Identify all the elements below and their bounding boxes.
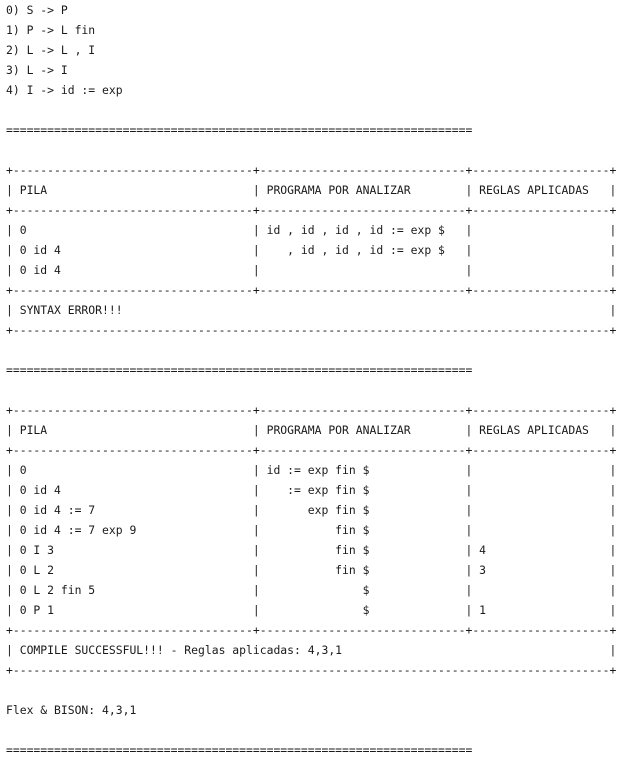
- terminal-line: +---------------------------------------…: [6, 663, 617, 677]
- terminal-line: | 0 | id := exp fin $ | |: [6, 463, 617, 477]
- terminal-line: | 0 id 4 | := exp fin $ | |: [6, 483, 617, 497]
- terminal-line: +-----------------------------------+---…: [6, 443, 617, 457]
- terminal-line: [6, 380, 620, 400]
- terminal-line: +-----------------------------------+---…: [6, 163, 617, 177]
- terminal-line: [6, 100, 620, 120]
- terminal-line: | SYNTAX ERROR!!! |: [6, 303, 617, 317]
- terminal-line: +-----------------------------------+---…: [6, 283, 617, 297]
- terminal-line: | 0 I 3 | fin $ | 4 |: [6, 543, 617, 557]
- terminal-line: 0) S -> P: [6, 3, 68, 17]
- terminal-line: ========================================…: [6, 743, 473, 757]
- terminal-line: 1) P -> L fin: [6, 23, 96, 37]
- terminal-line: | 0 L 2 | fin $ | 3 |: [6, 563, 617, 577]
- terminal-line: [6, 680, 620, 700]
- terminal-line: +-----------------------------------+---…: [6, 623, 617, 637]
- terminal-line: | 0 | id , id , id , id := exp $ | |: [6, 223, 617, 237]
- terminal-line: | 0 P 1 | $ | 1 |: [6, 603, 617, 617]
- terminal-line: | 0 id 4 | | |: [6, 263, 617, 277]
- terminal-line: Flex & BISON: 4,3,1: [6, 703, 137, 717]
- terminal-line: [6, 720, 620, 740]
- terminal-line: 3) L -> I: [6, 63, 68, 77]
- terminal-line: | PILA | PROGRAMA POR ANALIZAR | REGLAS …: [6, 423, 617, 437]
- terminal-line: 2) L -> L , I: [6, 43, 96, 57]
- terminal-line: +---------------------------------------…: [6, 323, 617, 337]
- terminal-line: | 0 L 2 fin 5 | $ | |: [6, 583, 617, 597]
- terminal-line: | 0 id 4 | , id , id , id := exp $ | |: [6, 243, 617, 257]
- terminal-line: ========================================…: [6, 363, 473, 377]
- terminal-line: [6, 340, 620, 360]
- terminal-line: +-----------------------------------+---…: [6, 203, 617, 217]
- terminal-line: | 0 id 4 := 7 exp 9 | fin $ | |: [6, 523, 617, 537]
- terminal-line: | COMPILE SUCCESSFUL!!! - Reglas aplicad…: [6, 643, 617, 657]
- terminal-line: | PILA | PROGRAMA POR ANALIZAR | REGLAS …: [6, 183, 617, 197]
- terminal-line: [6, 140, 620, 160]
- terminal-line: 4) I -> id := exp: [6, 83, 123, 97]
- terminal-line: ========================================…: [6, 123, 473, 137]
- terminal-line: | 0 id 4 := 7 | exp fin $ | |: [6, 503, 617, 517]
- terminal-line: +-----------------------------------+---…: [6, 403, 617, 417]
